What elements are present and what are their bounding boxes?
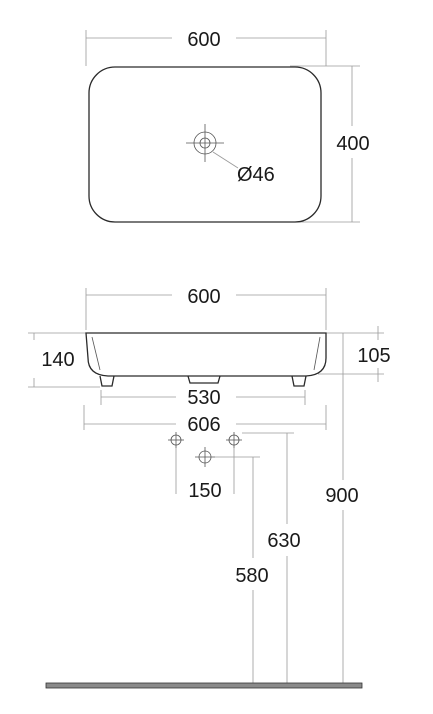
installation-view: 150 580 630 900 xyxy=(45,333,363,689)
tap-spacing-label: 150 xyxy=(188,480,221,502)
side-view: 600 140 105 530 606 xyxy=(28,286,391,436)
height-900-label: 900 xyxy=(325,485,358,507)
floor-line xyxy=(45,682,363,689)
side-inner-height-label: 105 xyxy=(357,345,390,367)
fixing-span-label: 530 xyxy=(187,387,220,409)
top-view: 600 400 Ø46 xyxy=(85,29,370,223)
top-width-label: 600 xyxy=(187,29,220,51)
waste-outlet-icon xyxy=(186,124,224,162)
top-depth-label: 400 xyxy=(336,133,369,155)
height-630-label: 630 xyxy=(267,530,300,552)
basin-top-outline xyxy=(88,66,322,223)
basin-side-outline xyxy=(85,332,327,377)
side-width-label: 600 xyxy=(187,286,220,308)
overall-width-label: 606 xyxy=(187,414,220,436)
side-height-label: 140 xyxy=(41,349,74,371)
fixing-hole-left-icon xyxy=(168,432,184,448)
waste-diameter-label: Ø46 xyxy=(237,164,275,186)
height-580-label: 580 xyxy=(235,565,268,587)
fixing-hole-right-icon xyxy=(226,432,242,448)
waste-pipe-icon xyxy=(195,447,215,467)
